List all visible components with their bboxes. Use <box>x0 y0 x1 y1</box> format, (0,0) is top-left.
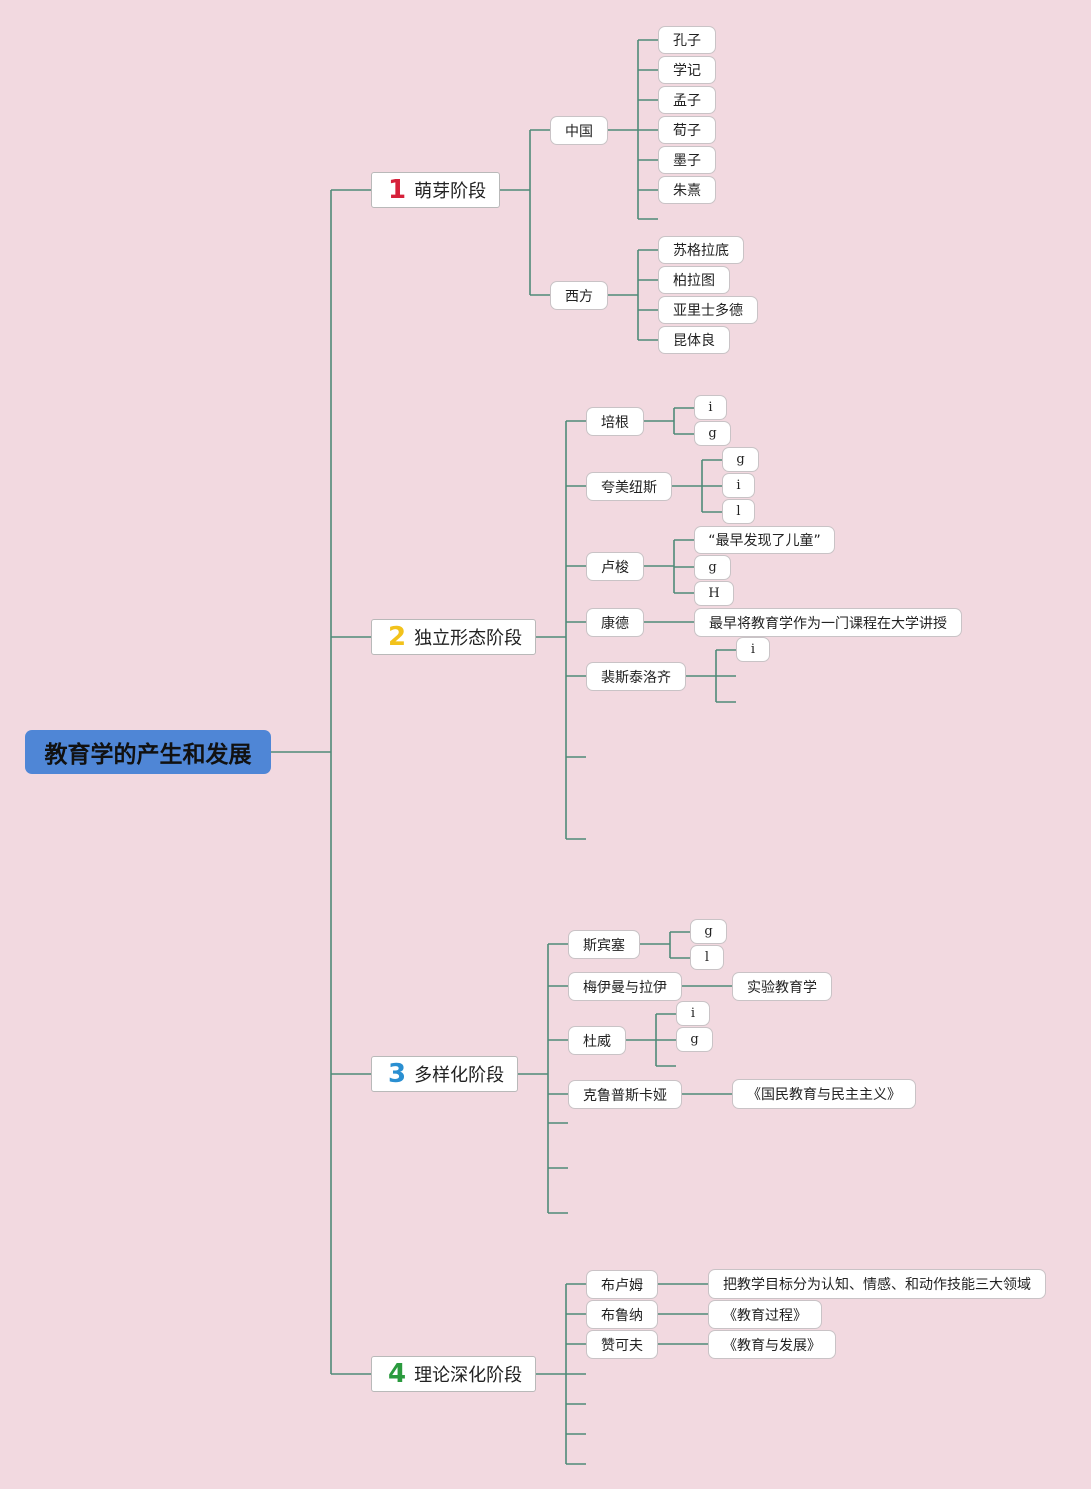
zankov-note-node[interactable]: 《教育与发展》 <box>708 1330 836 1359</box>
comenius-node[interactable]: 夸美纽斯 <box>586 472 672 501</box>
bacon-node[interactable]: 培根 <box>586 407 644 436</box>
dewey-node[interactable]: 杜威 <box>568 1026 626 1055</box>
spencer-item-node[interactable]: l <box>690 945 724 970</box>
west-item-node[interactable]: 亚里士多德 <box>658 296 758 324</box>
stage-3-node[interactable]: 3 多样化阶段 <box>371 1056 518 1092</box>
stage-1-number: 1 <box>388 175 407 205</box>
pestalozzi-node[interactable]: 裴斯泰洛齐 <box>586 662 686 691</box>
stage-4-number: 4 <box>388 1359 407 1389</box>
china-item-node[interactable]: 墨子 <box>658 146 716 174</box>
kant-note-node[interactable]: 最早将教育学作为一门课程在大学讲授 <box>694 608 962 637</box>
meumann-node[interactable]: 梅伊曼与拉伊 <box>568 972 682 1001</box>
rousseau-node[interactable]: 卢梭 <box>586 552 644 581</box>
bacon-item-node[interactable]: i <box>694 395 727 420</box>
rousseau-item-node[interactable]: H <box>694 581 734 606</box>
stage-3-label: 多样化阶段 <box>414 1065 505 1086</box>
bruner-node[interactable]: 布鲁纳 <box>586 1300 658 1329</box>
west-node[interactable]: 西方 <box>550 281 608 310</box>
root-label: 教育学的产生和发展 <box>44 742 252 768</box>
stage-1-label: 萌芽阶段 <box>414 181 487 202</box>
bacon-item-node[interactable]: g <box>694 421 731 446</box>
china-item-node[interactable]: 荀子 <box>658 116 716 144</box>
west-item-node[interactable]: 苏格拉底 <box>658 236 744 264</box>
kant-node[interactable]: 康德 <box>586 608 644 637</box>
stage-2-node[interactable]: 2 独立形态阶段 <box>371 619 536 655</box>
bloom-node[interactable]: 布卢姆 <box>586 1270 658 1299</box>
comenius-item-node[interactable]: g <box>722 447 759 472</box>
china-item-node[interactable]: 孔子 <box>658 26 716 54</box>
stage-4-label: 理论深化阶段 <box>414 1365 523 1386</box>
comenius-item-node[interactable]: i <box>722 473 755 498</box>
stage-2-number: 2 <box>388 622 407 652</box>
stage-1-node[interactable]: 1 萌芽阶段 <box>371 172 500 208</box>
rousseau-item-node[interactable]: “最早发现了儿童” <box>694 526 835 554</box>
stage-3-number: 3 <box>388 1059 407 1089</box>
dewey-item-node[interactable]: i <box>676 1001 710 1026</box>
spencer-node[interactable]: 斯宾塞 <box>568 930 640 959</box>
zankov-node[interactable]: 赞可夫 <box>586 1330 658 1359</box>
comenius-item-node[interactable]: l <box>722 499 755 524</box>
pestalozzi-item-node[interactable]: i <box>736 637 770 662</box>
china-item-node[interactable]: 孟子 <box>658 86 716 114</box>
meumann-note-node[interactable]: 实验教育学 <box>732 972 832 1001</box>
stage-2-label: 独立形态阶段 <box>414 628 523 649</box>
krupskaya-node[interactable]: 克鲁普斯卡娅 <box>568 1080 682 1109</box>
china-item-node[interactable]: 朱熹 <box>658 176 716 204</box>
bruner-note-node[interactable]: 《教育过程》 <box>708 1300 822 1329</box>
china-node[interactable]: 中国 <box>550 116 608 145</box>
west-item-node[interactable]: 柏拉图 <box>658 266 730 294</box>
rousseau-item-node[interactable]: g <box>694 555 731 580</box>
spencer-item-node[interactable]: g <box>690 919 727 944</box>
stage-4-node[interactable]: 4 理论深化阶段 <box>371 1356 536 1392</box>
dewey-item-node[interactable]: g <box>676 1027 713 1052</box>
west-item-node[interactable]: 昆体良 <box>658 326 730 354</box>
root-node[interactable]: 教育学的产生和发展 <box>25 730 271 774</box>
bloom-note-node[interactable]: 把教学目标分为认知、情感、和动作技能三大领域 <box>708 1269 1046 1299</box>
china-item-node[interactable]: 学记 <box>658 56 716 84</box>
krupskaya-note-node[interactable]: 《国民教育与民主主义》 <box>732 1079 916 1109</box>
